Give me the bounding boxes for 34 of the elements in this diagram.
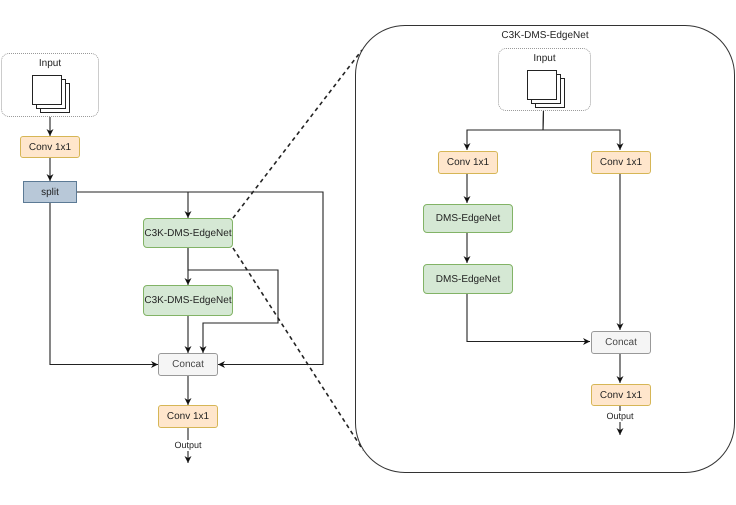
conv-block: Conv 1x1: [591, 384, 651, 406]
conv-block: Conv 1x1: [438, 151, 498, 174]
container-title: C3K-DMS-EdgeNet: [500, 30, 590, 41]
arrow: [187, 248, 279, 353]
edge-label: Output: [606, 410, 635, 422]
arrow: [616, 173, 624, 330]
edge-label: Output: [174, 440, 203, 450]
input-box: [1, 53, 99, 117]
conv-block: Conv 1x1: [158, 405, 218, 428]
arrow: [616, 353, 624, 383]
zoom-line: [232, 248, 364, 450]
module-block: C3K-DMS-EdgeNet: [143, 218, 233, 248]
concat-block: Concat: [591, 331, 651, 354]
split-block: split: [23, 181, 77, 203]
arrow: [464, 173, 470, 203]
input-box: [498, 48, 591, 111]
concat-block: Concat: [158, 353, 218, 376]
module-block: DMS-EdgeNet: [423, 264, 513, 294]
arrow: [49, 203, 158, 368]
input-label: Input: [532, 53, 557, 64]
input-label: Input: [38, 58, 62, 69]
arrow: [466, 293, 590, 345]
arrow: [542, 110, 624, 150]
arrow: [46, 158, 54, 181]
arrow: [184, 316, 192, 353]
module-block: C3K-DMS-EdgeNet: [143, 285, 233, 316]
module-container: [355, 25, 735, 473]
conv-block: Conv 1x1: [591, 151, 651, 174]
arrow: [46, 117, 54, 136]
zoom-line: [232, 50, 363, 218]
module-block: DMS-EdgeNet: [423, 204, 513, 233]
arrow: [184, 376, 192, 405]
arrow: [464, 232, 470, 263]
conv-block: Conv 1x1: [20, 136, 80, 158]
